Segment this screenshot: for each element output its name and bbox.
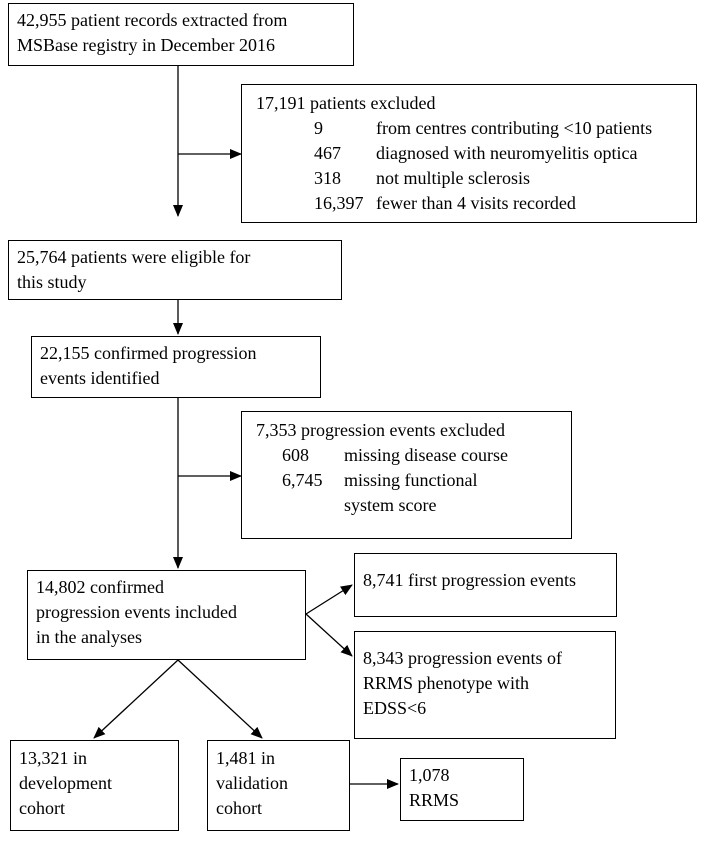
exclusion-row: 16,397 fewer than 4 visits recorded	[314, 191, 682, 216]
rrms-phenotype-events-box: 8,343 progression events of RRMS phenoty…	[354, 631, 616, 739]
exclusion-row: system score	[282, 493, 557, 518]
box-line: RRMS phenotype with	[363, 673, 530, 693]
included-events-box: 14,802 confirmed progression events incl…	[27, 570, 306, 660]
registry-records-box: 42,955 patient records extracted from MS…	[8, 3, 354, 66]
exclusion-count: 318	[314, 168, 341, 188]
box-line: in the analyses	[36, 627, 142, 647]
exclusion-count: 16,397	[314, 193, 364, 213]
exclusion-reason: missing disease course	[344, 445, 508, 465]
exclusion-reason: fewer than 4 visits recorded	[376, 193, 576, 213]
development-cohort-box: 13,321 in development cohort	[10, 740, 179, 831]
box-line: cohort	[19, 798, 65, 818]
exclusion-row: 318 not multiple sclerosis	[314, 166, 682, 191]
arrow-included-to-validation	[177, 659, 263, 739]
excluded-patients-box: 17,191 patients excluded 9 from centres …	[241, 84, 697, 223]
box-line: 14,802 confirmed	[36, 577, 164, 597]
exclusion-count: 9	[314, 118, 323, 138]
exclusion-row: 9 from centres contributing <10 patients	[314, 116, 682, 141]
eligible-patients-box: 25,764 patients were eligible for this s…	[8, 240, 342, 300]
first-progression-events-box: 8,741 first progression events	[354, 553, 617, 617]
exclusion-row: 608 missing disease course	[282, 443, 557, 468]
box-title: 17,191 patients excluded	[256, 93, 436, 113]
exclusion-count	[282, 493, 344, 518]
validation-cohort-box: 1,481 in validation cohort	[207, 740, 350, 831]
box-line: this study	[17, 272, 87, 292]
exclusion-row: 6,745 missing functional	[282, 468, 557, 493]
box-line: 25,764 patients were eligible for	[17, 247, 251, 267]
arrow-included-to-development	[93, 659, 179, 739]
box-line: EDSS<6	[363, 698, 427, 718]
arrow-included-to-rrms-events	[305, 613, 353, 657]
exclusion-reason: from centres contributing <10 patients	[376, 118, 653, 138]
exclusion-count: 608	[282, 445, 309, 465]
excluded-events-box: 7,353 progression events excluded 608 mi…	[241, 411, 572, 539]
confirmed-events-box: 22,155 confirmed progression events iden…	[31, 336, 321, 398]
box-title: 7,353 progression events excluded	[256, 420, 505, 440]
box-line: MSBase registry in December 2016	[17, 35, 275, 55]
exclusion-reason: missing functional	[344, 470, 478, 490]
box-line: events identified	[40, 368, 160, 388]
box-line: 8,343 progression events of	[363, 648, 562, 668]
box-line: 1,078	[409, 765, 450, 785]
exclusion-reason: diagnosed with neuromyelitis optica	[376, 143, 638, 163]
exclusion-reason: system score	[344, 495, 437, 515]
box-line: RRMS	[409, 790, 460, 810]
box-line: 1,481 in	[216, 748, 276, 768]
box-line: 42,955 patient records extracted from	[17, 10, 288, 30]
exclusion-count: 467	[314, 143, 341, 163]
rrms-box: 1,078 RRMS	[400, 758, 524, 821]
box-line: development	[19, 773, 112, 793]
exclusion-reason: not multiple sclerosis	[376, 168, 530, 188]
box-line: cohort	[216, 798, 262, 818]
box-line: 13,321 in	[19, 748, 88, 768]
exclusion-row: 467 diagnosed with neuromyelitis optica	[314, 141, 682, 166]
arrow-included-to-first-events	[305, 584, 353, 615]
box-line: 22,155 confirmed progression	[40, 343, 257, 363]
box-line: progression events included	[36, 602, 237, 622]
box-line: validation	[216, 773, 288, 793]
box-line: 8,741 first progression events	[363, 570, 576, 590]
exclusion-count: 6,745	[282, 470, 323, 490]
